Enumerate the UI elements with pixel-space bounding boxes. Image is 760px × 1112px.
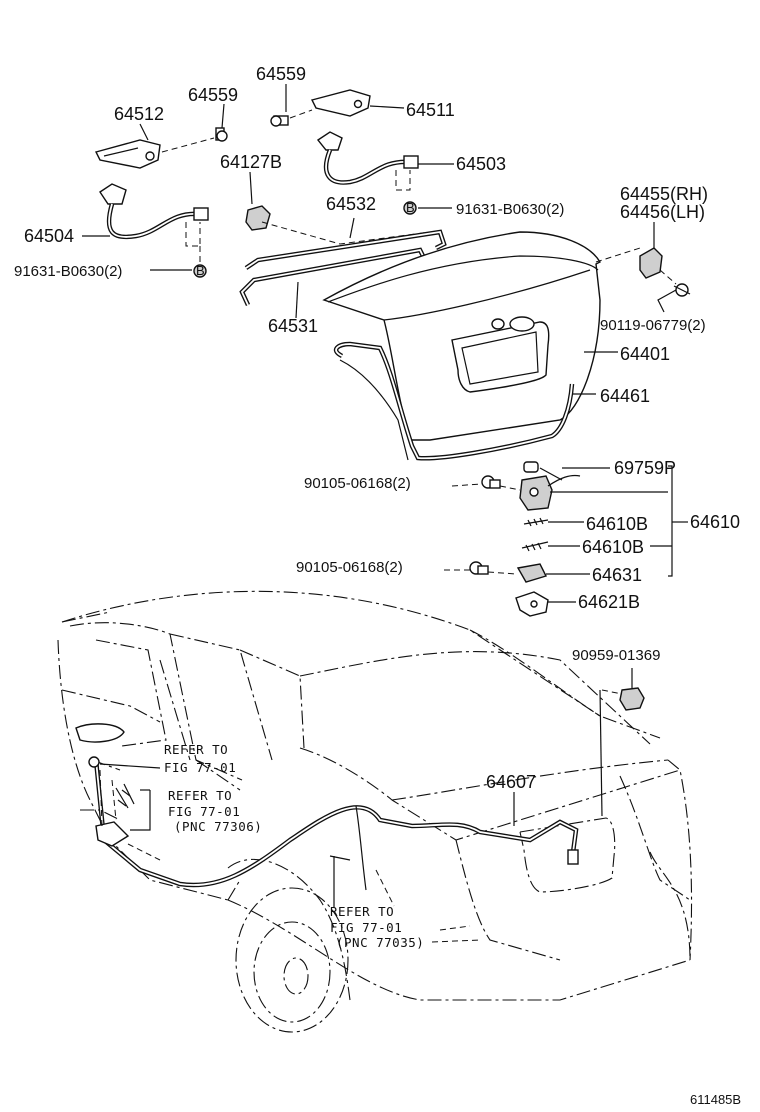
ref1-line1: REFER TO: [164, 742, 228, 757]
spring-part-64610b-lower: [521, 541, 549, 552]
ref3-line1: REFER TO: [330, 904, 394, 919]
label-64503: 64503: [456, 154, 506, 174]
release-lever-part: [88, 756, 135, 847]
label-64621b: 64621B: [578, 592, 640, 612]
b-marker-right: B: [403, 200, 417, 215]
stopper-part-64455-64456: [639, 247, 663, 279]
torsion-bar-part-64532: [244, 229, 447, 270]
bolt-part-64559-left: [215, 127, 228, 142]
label-64607: 64607: [486, 772, 536, 792]
diagram-code: 611485B: [690, 1092, 741, 1107]
striker-part-64631: [516, 563, 547, 583]
hinge-arm-part-64504: [99, 183, 209, 240]
label-91631-left: 91631-B0630(2): [14, 263, 122, 280]
ref2-line1: REFER TO: [168, 788, 232, 803]
label-64401: 64401: [620, 344, 670, 364]
bolt-part-90105-06168-lower: [469, 561, 489, 575]
ref2-line3: (PNC 77306): [174, 819, 262, 834]
hinge-arm-part-64503: [316, 131, 419, 185]
label-64532: 64532: [326, 194, 376, 214]
label-90119: 90119-06779(2): [600, 317, 706, 334]
label-91631-right: 91631-B0630(2): [456, 201, 564, 218]
spring-part-64610b-upper: [523, 517, 549, 527]
label-69759p: 69759P: [614, 458, 676, 478]
torsion-bar-part-64531: [239, 247, 427, 306]
label-64511: 64511: [406, 100, 455, 120]
label-64559-top: 64559: [256, 64, 306, 84]
bolt-part-64559-center: [270, 115, 289, 127]
label-64610b-lower: 64610B: [582, 537, 644, 557]
label-64504: 64504: [24, 226, 74, 246]
label-64127b: 64127B: [220, 152, 282, 172]
label-64610b-upper: 64610B: [586, 514, 648, 534]
svg-text:B: B: [406, 200, 415, 215]
b-marker-left: B: [193, 263, 207, 278]
part-number-labels: 64559 64512 64559 64511 64127B 64503 644…: [14, 64, 740, 792]
bolt-part-90119-06779: [673, 283, 691, 297]
label-90105-lower: 90105-06168(2): [296, 559, 403, 576]
ref3-line3: (PNC 77035): [336, 935, 424, 950]
ref3-line2: FIG 77-01: [330, 920, 402, 935]
label-64631: 64631: [592, 565, 642, 585]
ref2-line2: FIG 77-01: [168, 804, 240, 819]
label-90105-upper: 90105-06168(2): [304, 475, 411, 492]
label-64456-lh: 64456(LH): [620, 202, 705, 222]
reference-notes: REFER TO FIG 77-01 REFER TO FIG 77-01 (P…: [164, 742, 424, 950]
label-64512: 64512: [114, 104, 164, 124]
label-64531: 64531: [268, 316, 318, 336]
svg-text:B: B: [196, 263, 205, 278]
stopper-part-64127b: [245, 205, 271, 231]
hinge-part-64512: [94, 139, 161, 169]
leader-lines: [82, 84, 688, 943]
lock-part-69759p: [523, 461, 563, 481]
hinge-part-64511: [310, 89, 371, 117]
label-64559-left: 64559: [188, 85, 238, 105]
lock-assembly-part-64610: [519, 474, 581, 511]
cover-part-64621b: [515, 591, 549, 617]
label-64461: 64461: [600, 386, 650, 406]
bolt-part-90105-06168-upper: [481, 475, 501, 489]
weatherstrip-part-64461: [333, 341, 575, 461]
ref1-line2: FIG 77-01: [164, 760, 236, 775]
label-64610: 64610: [690, 512, 740, 532]
vehicle-rear-outline: [57, 590, 693, 1033]
trunk-lid-part-64401: [322, 231, 601, 441]
label-64455-rh: 64455(RH): [620, 184, 708, 204]
release-cable-part-64607: [93, 759, 579, 891]
label-90959: 90959-01369: [572, 647, 660, 664]
door-handle-part: [75, 723, 125, 743]
clip-part-90959-01369: [619, 687, 645, 711]
